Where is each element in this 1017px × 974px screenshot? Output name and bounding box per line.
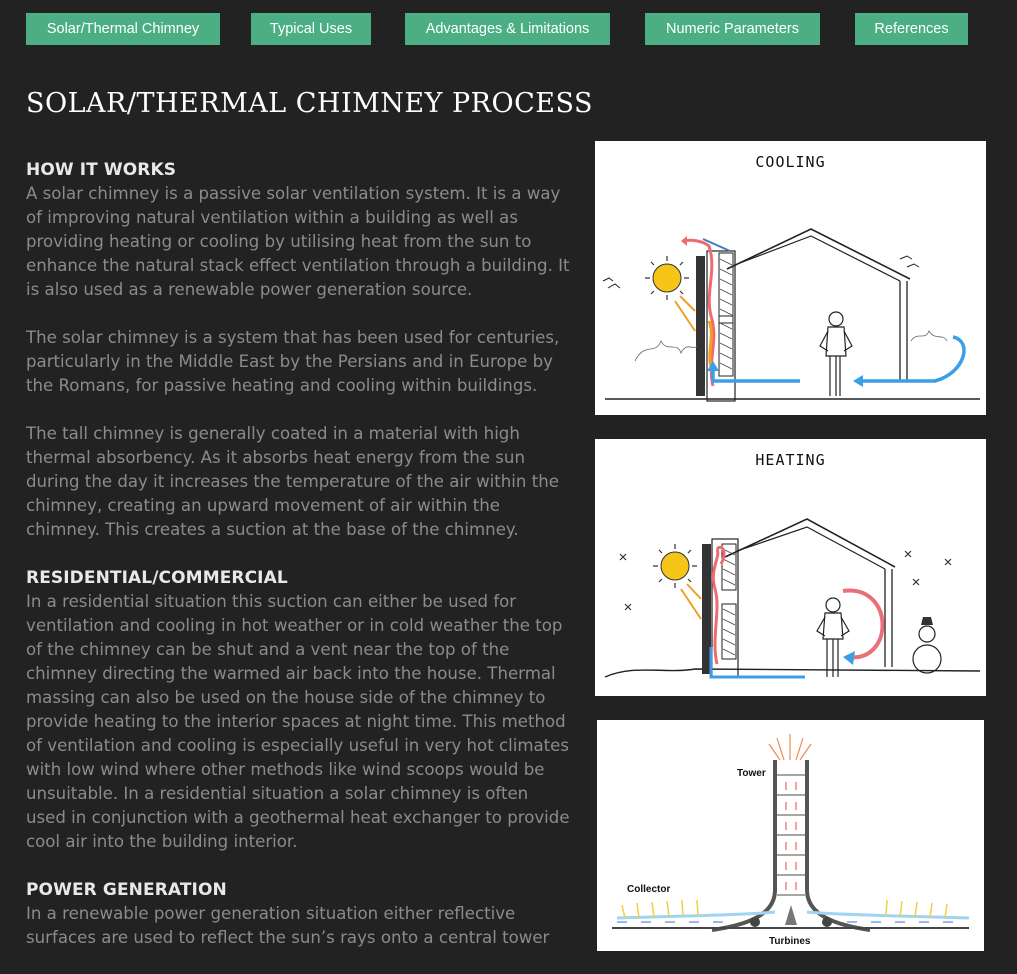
heating-label: HEATING [755,451,826,469]
nav-advantages-limitations[interactable]: Advantages & Limitations [405,13,610,45]
cooling-label: COOLING [755,153,826,171]
section-heading-residential-commercial: RESIDENTIAL/COMMERCIAL [26,568,288,588]
heating-illustration [604,518,981,679]
nav-solar-thermal-chimney[interactable]: Solar/Thermal Chimney [26,13,220,45]
heating-diagram: HEATING [595,439,986,696]
section-heading-how-it-works: HOW IT WORKS [26,160,177,180]
cooling-diagram: COOLING [595,141,986,415]
paragraph: A solar chimney is a passive solar venti… [26,184,570,299]
turbines-label: Turbines [769,936,811,947]
paragraph: The tall chimney is generally coated in … [26,424,559,539]
article-body: HOW IT WORKS A solar chimney is a passiv… [26,158,571,974]
paragraph: The solar chimney is a system that has b… [26,328,560,395]
solar-tower-diagram: Tower Collector Turbines [597,720,984,951]
top-nav: Solar/Thermal Chimney Typical Uses Advan… [0,13,1017,45]
page-title: SOLAR/THERMAL CHIMNEY PROCESS [26,88,594,119]
nav-numeric-parameters[interactable]: Numeric Parameters [645,13,820,45]
nav-references[interactable]: References [855,13,968,45]
paragraph: In a renewable power generation situatio… [26,904,550,947]
tower-label: Tower [737,768,766,779]
cooling-illustration [602,228,980,402]
paragraph: In a residential situation this suction … [26,592,570,851]
tower-illustration [612,734,970,932]
collector-label: Collector [627,884,671,895]
nav-typical-uses[interactable]: Typical Uses [251,13,371,45]
section-heading-power-generation: POWER GENERATION [26,880,227,900]
